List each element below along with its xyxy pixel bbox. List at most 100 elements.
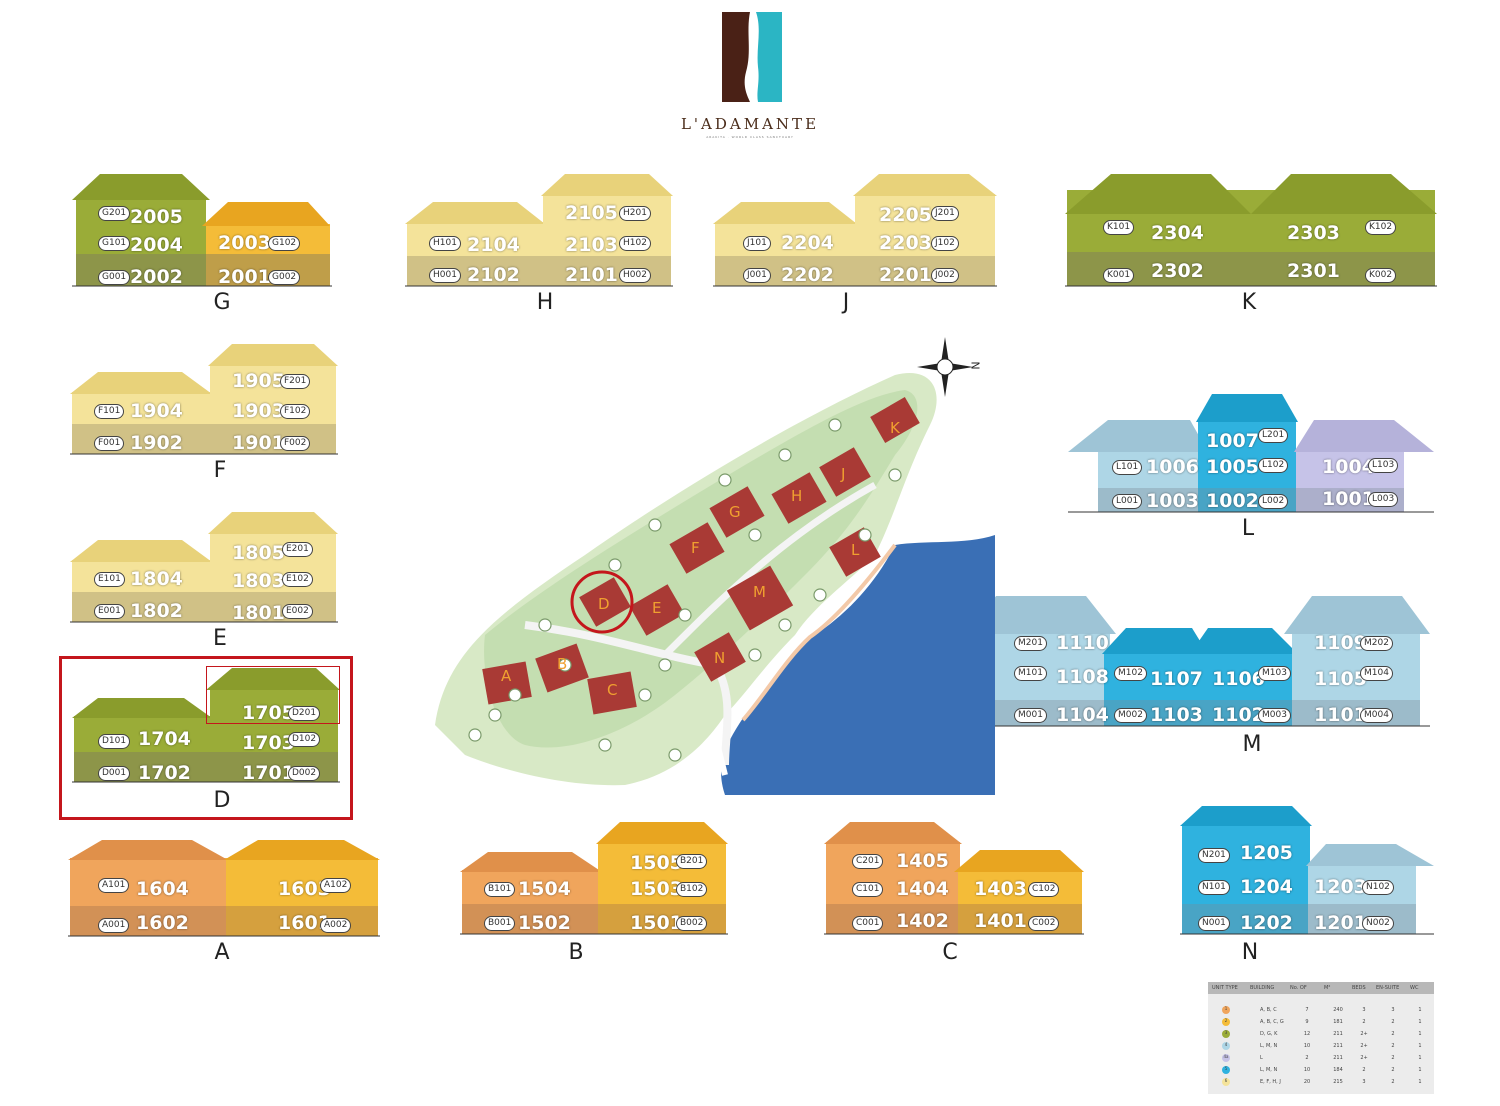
unit-number[interactable]: 1203 xyxy=(1314,876,1367,898)
building-label-G: G xyxy=(213,290,231,315)
unit-number[interactable]: 2303 xyxy=(1287,222,1340,244)
building-J[interactable]: J101 2204 J001 2202 2205 J201 2203 J102 … xyxy=(713,172,997,288)
unit-number[interactable]: 1405 xyxy=(896,850,949,872)
unit-number[interactable]: 2205 xyxy=(879,204,932,226)
unit-number[interactable]: 1501 xyxy=(630,912,683,934)
unit-number[interactable]: 1903 xyxy=(232,400,285,422)
unit-number[interactable]: 2002 xyxy=(130,266,183,288)
building-B[interactable]: B101 1504 B001 1502 1505 B201 1503 B102 … xyxy=(460,820,728,936)
unit-number[interactable]: 2104 xyxy=(467,234,520,256)
unit-number[interactable]: 1204 xyxy=(1240,876,1293,898)
unit-number[interactable]: 1403 xyxy=(974,878,1027,900)
unit-number[interactable]: 2103 xyxy=(565,234,618,256)
building-label-F: F xyxy=(213,458,227,483)
unit-number[interactable]: 1905 xyxy=(232,370,285,392)
unit-code: D102 xyxy=(288,732,321,747)
legend-cell: 2 xyxy=(1305,1055,1309,1061)
unit-number[interactable]: 1705 xyxy=(242,702,295,724)
unit-number[interactable]: 1404 xyxy=(896,878,949,900)
legend-cell: 184 xyxy=(1333,1067,1343,1073)
building-E[interactable]: E101 1804 E001 1802 1805 E201 1803 E102 … xyxy=(70,510,338,624)
building-D[interactable]: D101 1704 D001 1702 1705 D201 1703 D102 … xyxy=(72,666,340,784)
unit-number[interactable]: 1504 xyxy=(518,878,571,900)
unit-number[interactable]: 1205 xyxy=(1240,842,1293,864)
building-G[interactable]: G201 2005 G101 2004 G001 2002 2003 G102 … xyxy=(72,172,332,288)
unit-number[interactable]: 1108 xyxy=(1056,666,1109,688)
unit-number[interactable]: 1402 xyxy=(896,910,949,932)
building-K[interactable]: K101 2304 K001 2302 2303 K102 2301 K002 xyxy=(1065,172,1437,288)
unit-number[interactable]: 1904 xyxy=(130,400,183,422)
unit-number[interactable]: 1602 xyxy=(136,912,189,934)
unit-number[interactable]: 1701 xyxy=(242,762,295,784)
unit-number[interactable]: 2304 xyxy=(1151,222,1204,244)
unit-number[interactable]: 1902 xyxy=(130,432,183,454)
unit-number[interactable]: 2204 xyxy=(781,232,834,254)
unit-number[interactable]: 1003 xyxy=(1146,490,1199,512)
building-C[interactable]: C201 1405 C101 1404 C001 1402 1403 C102 … xyxy=(824,820,1084,936)
unit-number[interactable]: 2102 xyxy=(467,264,520,286)
unit-number[interactable]: 1109 xyxy=(1314,632,1367,654)
unit-type-legend: UNIT TYPE BUILDING No. OF M² BEDS EN-SUI… xyxy=(1208,982,1434,1094)
unit-type-swatch: 4 xyxy=(1222,1042,1230,1050)
unit-number[interactable]: 1503 xyxy=(630,878,683,900)
unit-number[interactable]: 1505 xyxy=(630,852,683,874)
unit-code: M004 xyxy=(1360,708,1393,723)
unit-code: B001 xyxy=(484,916,516,931)
unit-number[interactable]: 1105 xyxy=(1314,668,1367,690)
unit-number[interactable]: 1901 xyxy=(232,432,285,454)
site-map[interactable]: K J H G F L M D E N A B C N xyxy=(425,335,995,795)
unit-number[interactable]: 1502 xyxy=(518,912,571,934)
unit-number[interactable]: 2201 xyxy=(879,264,932,286)
unit-number[interactable]: 1703 xyxy=(242,732,295,754)
unit-number[interactable]: 1805 xyxy=(232,542,285,564)
building-label-B: B xyxy=(568,940,584,965)
unit-number[interactable]: 1107 xyxy=(1150,668,1203,690)
unit-number[interactable]: 1601 xyxy=(278,912,331,934)
unit-number[interactable]: 1001 xyxy=(1322,488,1375,510)
unit-number[interactable]: 1101 xyxy=(1314,704,1367,726)
building-N[interactable]: N201 1205 N101 1204 N001 1202 1203 N102 … xyxy=(1180,804,1434,936)
legend-cell: 2 xyxy=(1391,1031,1395,1037)
unit-number[interactable]: 1603 xyxy=(278,878,331,900)
unit-number[interactable]: 1802 xyxy=(130,600,183,622)
unit-number[interactable]: 1104 xyxy=(1056,704,1109,726)
unit-number[interactable]: 1005 xyxy=(1206,456,1259,478)
unit-number[interactable]: 2001 xyxy=(218,266,271,288)
unit-number[interactable]: 1704 xyxy=(138,728,191,750)
unit-number[interactable]: 2101 xyxy=(565,264,618,286)
unit-number[interactable]: 1803 xyxy=(232,570,285,592)
unit-number[interactable]: 2003 xyxy=(218,232,271,254)
unit-code: M201 xyxy=(1014,636,1047,651)
unit-number[interactable]: 2105 xyxy=(565,202,618,224)
unit-number[interactable]: 1604 xyxy=(136,878,189,900)
unit-code: D001 xyxy=(98,766,131,781)
unit-number[interactable]: 1007 xyxy=(1206,430,1259,452)
unit-number[interactable]: 1804 xyxy=(130,568,183,590)
unit-number[interactable]: 1006 xyxy=(1146,456,1199,478)
unit-number[interactable]: 1103 xyxy=(1150,704,1203,726)
unit-type-swatch: 2 xyxy=(1222,1018,1230,1026)
unit-number[interactable]: 1702 xyxy=(138,762,191,784)
unit-number[interactable]: 1201 xyxy=(1314,912,1367,934)
building-F[interactable]: F101 1904 F001 1902 1905 F201 1903 F102 … xyxy=(70,342,338,456)
unit-number[interactable]: 1102 xyxy=(1212,704,1265,726)
unit-number[interactable]: 1401 xyxy=(974,910,1027,932)
building-A[interactable]: A101 1604 A001 1602 1603 A102 1601 A002 xyxy=(68,838,380,938)
building-L[interactable]: L101 1006 L001 1003 1007 L201 1005 L102 … xyxy=(1068,392,1434,514)
legend-row: 6 E, F, H, J 20 215 3 2 1 xyxy=(1208,1076,1434,1088)
unit-number[interactable]: 1106 xyxy=(1212,668,1265,690)
building-M[interactable]: M201 1110 M101 1108 M001 1104 M102 1107 … xyxy=(968,592,1430,728)
unit-number[interactable]: 2302 xyxy=(1151,260,1204,282)
unit-number[interactable]: 1110 xyxy=(1056,632,1109,654)
unit-number[interactable]: 2203 xyxy=(879,232,932,254)
unit-number[interactable]: 2301 xyxy=(1287,260,1340,282)
unit-number[interactable]: 2005 xyxy=(130,206,183,228)
unit-number[interactable]: 1002 xyxy=(1206,490,1259,512)
unit-number[interactable]: 1801 xyxy=(232,602,285,624)
legend-cell: 2 xyxy=(1362,1067,1366,1073)
unit-number[interactable]: 1202 xyxy=(1240,912,1293,934)
unit-number[interactable]: 1004 xyxy=(1322,456,1375,478)
unit-number[interactable]: 2202 xyxy=(781,264,834,286)
unit-number[interactable]: 2004 xyxy=(130,234,183,256)
building-H[interactable]: H101 2104 H001 2102 2105 H201 2103 H102 … xyxy=(405,172,673,288)
